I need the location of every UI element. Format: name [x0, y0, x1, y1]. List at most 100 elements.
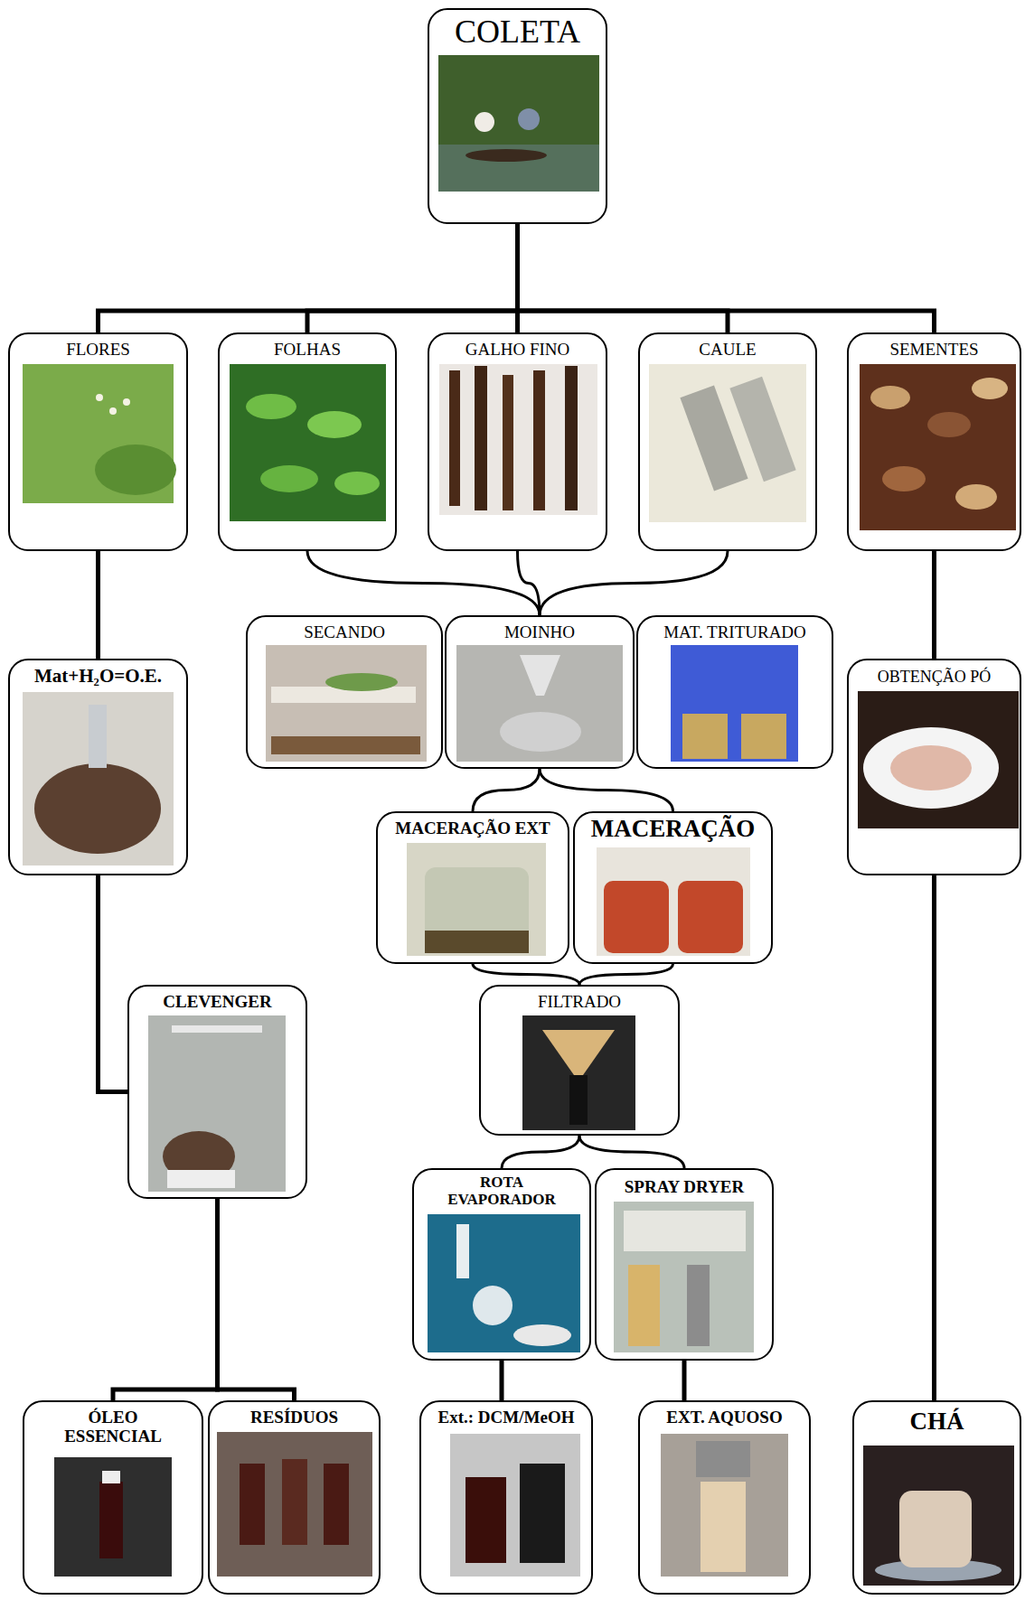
photo-jar [603, 881, 669, 954]
process-box: ROTA EVAPORADOR [412, 1168, 592, 1362]
photo-twig [502, 375, 514, 511]
photo-flower [109, 407, 117, 415]
photo-leaf [245, 394, 297, 420]
process-box: FILTRADO [479, 985, 680, 1137]
photo-bottle [239, 1464, 265, 1546]
photo-seed [971, 377, 1008, 400]
process-box: MACERAÇÃO EXT [376, 811, 570, 965]
box-label: Mat+H₂O=O.E. [34, 666, 162, 688]
process-box: Mat+H₂O=O.E. [8, 658, 189, 876]
photo-stem [729, 376, 796, 482]
box-label: SPRAY DRYER [624, 1177, 745, 1197]
connector [517, 551, 541, 616]
box-label: ROTA EVAPORADOR [441, 1174, 564, 1209]
photo [596, 847, 751, 957]
connector [472, 769, 540, 812]
box-label: EXT. AQUOSO [666, 1408, 782, 1428]
process-box: SPRAY DRYER [594, 1168, 774, 1362]
photo [456, 645, 623, 762]
photo-bottle [323, 1464, 349, 1546]
photo-jar-content [424, 930, 529, 954]
box-label: FOLHAS [273, 339, 341, 359]
process-box: FOLHAS [217, 332, 397, 552]
connector [98, 224, 518, 333]
photo-bath [513, 1325, 572, 1347]
photo-person [517, 108, 540, 131]
connector [112, 1199, 218, 1402]
photo [148, 1015, 286, 1193]
photo-glassware [171, 1025, 263, 1034]
photo-person [474, 112, 495, 132]
photo-steel [695, 1441, 751, 1478]
photo [439, 364, 598, 516]
box-label: FILTRADO [537, 992, 621, 1012]
connector [682, 1361, 687, 1402]
photo-plate [863, 727, 999, 809]
photo-flask-neck [88, 705, 107, 769]
box-label: COLETA [454, 13, 581, 50]
photo-leaf [94, 444, 177, 496]
photo-flask [34, 763, 161, 855]
connector [931, 551, 937, 659]
photo [660, 1434, 789, 1578]
process-box: RESÍDUOS [207, 1401, 381, 1596]
photo-twig [533, 370, 546, 511]
box-label: MACERAÇÃO [591, 815, 756, 843]
process-box: FLORES [8, 332, 189, 552]
box-label: GALHO FINO [465, 339, 571, 359]
photo-seed [927, 412, 971, 438]
connector [501, 1136, 580, 1169]
box-label: CAULE [698, 339, 756, 359]
box-label: CHÁ [910, 1408, 965, 1436]
connector [98, 875, 129, 1093]
photo-cap [102, 1471, 121, 1485]
photo-flower [122, 398, 131, 406]
box-label: Ext.: DCM/MeOH [438, 1408, 575, 1428]
photo-jar [424, 867, 529, 954]
photo [613, 1202, 754, 1354]
connector [579, 964, 674, 986]
photo [438, 55, 600, 192]
photo [863, 1446, 1015, 1587]
photo-water [438, 144, 600, 192]
connector [307, 224, 518, 333]
box-label: RESÍDUOS [250, 1408, 339, 1428]
process-box: GALHO FINO [427, 332, 608, 552]
photo-bottle [519, 1464, 565, 1564]
connector [217, 1199, 295, 1402]
box-label: MAT. TRITURADO [663, 622, 807, 642]
photo-leaf [307, 411, 362, 439]
photo [265, 645, 427, 762]
photo-bottle [465, 1477, 507, 1564]
photo-flask [472, 1286, 513, 1326]
photo-leaves [325, 673, 398, 692]
photo [648, 364, 807, 523]
process-box: COLETA [427, 8, 608, 225]
photo [216, 1432, 373, 1578]
photo [229, 364, 386, 522]
photo-flower [95, 394, 104, 402]
connector [517, 224, 935, 333]
box-label: SECANDO [303, 622, 386, 642]
photo [857, 691, 1019, 829]
connector [307, 551, 540, 616]
process-box: SECANDO [245, 615, 443, 770]
photo-mill [499, 712, 582, 753]
photo-seed [955, 484, 997, 510]
process-box: Ext.: DCM/MeOH [419, 1401, 593, 1596]
photo-twigs [271, 736, 421, 755]
process-box: OBTENÇÃO PÓ [846, 658, 1022, 876]
photo-bottle [99, 1482, 123, 1560]
box-label: MACERAÇÃO EXT [394, 818, 551, 838]
process-box: CAULE [638, 332, 818, 552]
box-label: FLORES [65, 339, 131, 359]
photo-seed [882, 466, 926, 492]
box-label: MOINHO [504, 622, 575, 642]
connector [499, 1361, 505, 1402]
photo-canoe [465, 149, 547, 162]
photo-panel [623, 1211, 746, 1252]
photo-vessel [628, 1265, 660, 1347]
photo-leaf [260, 465, 319, 493]
photo-bottle [282, 1459, 308, 1546]
